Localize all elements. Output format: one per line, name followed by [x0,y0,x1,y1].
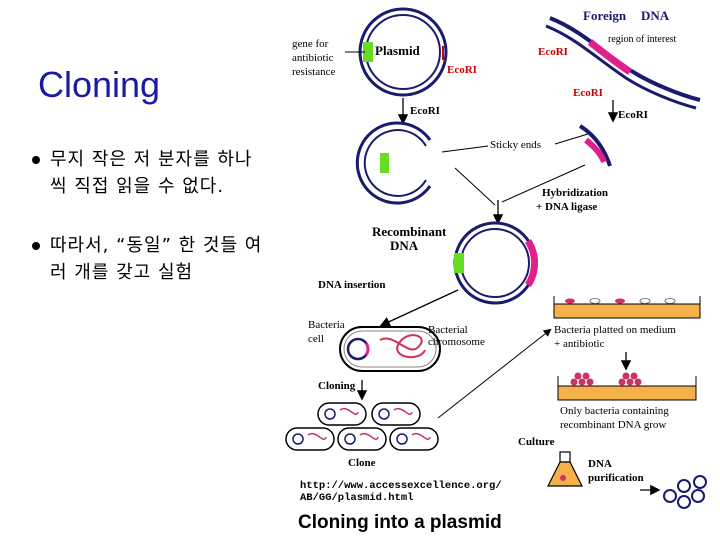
foreign-dna-label-1: Foreign [583,8,627,23]
clone-cell [389,427,439,451]
bacteria-cell-label-2: cell [308,333,324,345]
ecori-arrow-label-2: EcoRI [618,109,648,121]
gene-label-line1: gene for [292,38,329,50]
gene-label-line3: resistance [292,66,335,78]
arrow-insertion [379,289,459,327]
dna-purification-label-2: purification [588,472,644,484]
region-of-interest-label: region of interest [608,34,677,45]
dna-insertion-label: DNA insertion [318,279,386,291]
ecori-pointer [441,55,447,63]
bullet-item: 무지 작은 저 분자를 하나씩 직접 읽을 수 없다. [30,146,265,200]
foreign-dna-label-2: DNA [641,8,670,23]
clone-cell [285,427,335,451]
dna-purification-label-1: DNA [588,458,612,470]
clone-label: Clone [348,457,376,469]
bacterial-chromosome-label-2: chromosome [428,336,485,348]
source-url-line2: AB/GG/plasmid.html [300,492,413,504]
only-label-2: recombinant DNA grow [560,419,666,431]
culture-label: Culture [518,436,555,448]
cloning-label: Cloning [318,380,356,392]
only-label-1: Only bacteria containing [560,405,669,417]
bullet-list: 무지 작은 저 분자를 하나씩 직접 읽을 수 없다. 따라서, “동일” 한 … [30,146,265,318]
sticky-pointer-left [441,145,489,153]
ecori-label-foreign-1: EcoRI [538,46,568,58]
recombinant-plasmid [453,221,539,305]
growth-plate [557,372,697,401]
cut-plasmid [355,121,432,205]
plate-label-2: + antibiotic [554,338,605,350]
bacteria-cell-label-1: Bacteria [308,319,345,331]
slide-title: Cloning [38,64,161,105]
foreign-dna [545,16,701,110]
insert-fragment [578,124,612,167]
sticky-pointer-right [554,133,589,145]
bacteria-cell [339,326,441,372]
purified-plasmid-icons [663,475,707,509]
recombinant-label-1: Recombinant [372,224,447,239]
culture-flask-icon [547,451,583,487]
source-url-line1: http://www.accessexcellence.org/ [300,480,502,492]
merge-line-left [454,167,496,206]
merge-line-right [501,164,586,203]
clone-cell [371,402,421,426]
ecori-label-foreign-2: EcoRI [573,87,603,99]
plasmid-label: Plasmid [375,43,421,58]
cloning-diagram: gene for antibiotic resistance Plasmid E… [285,7,707,533]
bacterial-chromosome-label-1: Bacterial [428,324,468,336]
clone-cell [337,427,387,451]
plate-label-1: Bacteria platted on medium [554,324,676,336]
diagram-caption: Cloning into a plasmid [298,512,502,533]
clone-cell [317,402,367,426]
bullet-dot-icon [32,156,40,164]
bullet-dot-icon [32,242,40,250]
arrow-to-plate [437,328,552,419]
bullet-item: 따라서, “동일” 한 것들 여러 개를 갖고 실험 [30,232,265,286]
gene-label-line2: antibiotic [292,52,334,64]
ligase-label: + DNA ligase [536,201,597,213]
hybridization-label: Hybridization [542,187,608,199]
ecori-arrow-label-1: EcoRI [410,105,440,117]
sticky-ends-label: Sticky ends [490,139,541,151]
recombinant-label-2: DNA [390,238,419,253]
antibiotic-plate [553,296,701,319]
bullet-text: 따라서, “동일” 한 것들 여러 개를 갖고 실험 [50,235,263,283]
ecori-label-plasmid: EcoRI [447,64,477,76]
bullet-text: 무지 작은 저 분자를 하나씩 직접 읽을 수 없다. [50,149,253,197]
